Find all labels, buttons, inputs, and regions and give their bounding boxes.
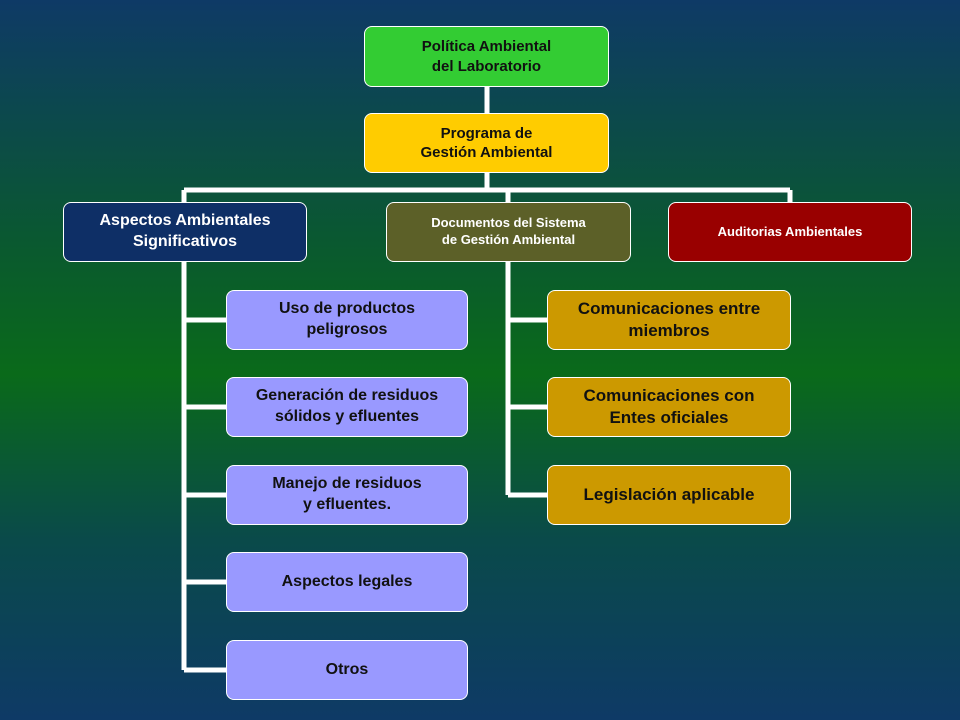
node-aspectos-legales: Aspectos legales: [226, 552, 468, 612]
node-aspectos-ambientales: Aspectos Ambientales Significativos: [63, 202, 307, 262]
node-otros: Otros: [226, 640, 468, 700]
node-comunicaciones-miembros: Comunicaciones entre miembros: [547, 290, 791, 350]
node-generacion-residuos: Generación de residuos sólidos y efluent…: [226, 377, 468, 437]
node-documentos-sistema: Documentos del Sistema de Gestión Ambien…: [386, 202, 631, 262]
node-programa-gestion: Programa de Gestión Ambiental: [364, 113, 609, 173]
node-legislacion-aplicable: Legislación aplicable: [547, 465, 791, 525]
node-auditorias-ambientales: Auditorias Ambientales: [668, 202, 912, 262]
node-manejo-residuos: Manejo de residuos y efluentes.: [226, 465, 468, 525]
node-comunicaciones-entes: Comunicaciones con Entes oficiales: [547, 377, 791, 437]
node-uso-productos-peligrosos: Uso de productos peligrosos: [226, 290, 468, 350]
node-politica-ambiental: Política Ambiental del Laboratorio: [364, 26, 609, 87]
